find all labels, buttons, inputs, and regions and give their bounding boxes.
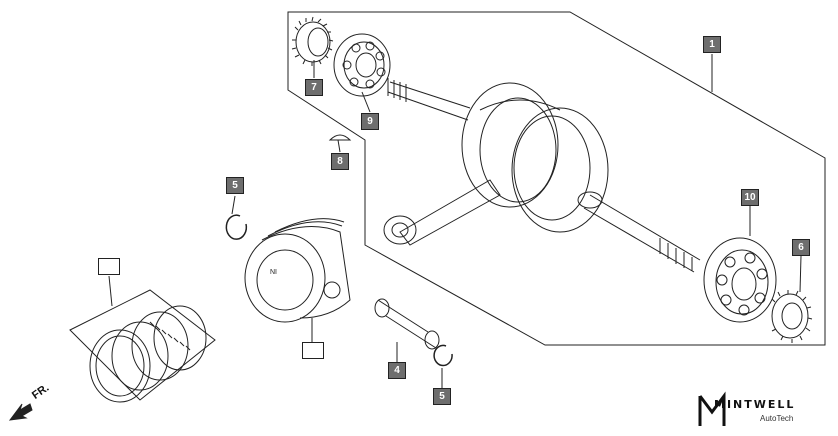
callout-5-lower: 5 [433,388,451,405]
piston-ring-set [69,289,216,403]
brand-name: MINTWELL [714,398,796,411]
callout-6: 6 [792,239,810,256]
timing-gear [291,16,334,66]
piston-pin [374,298,440,350]
callout-ring-set [98,258,120,275]
callout-piston [302,342,324,359]
woodruff-key [328,134,352,141]
svg-text:NI: NI [270,269,277,276]
front-direction-arrow [8,403,33,421]
crank-bearing-right [703,237,777,323]
brand-subtitle: AutoTech [760,414,794,423]
crankshaft-assembly-boundary [287,11,826,346]
piston-pin-clip-lower [433,344,453,367]
callout-4: 4 [388,362,406,379]
crank-gear-right [771,290,813,343]
callout-7: 7 [305,79,323,96]
callout-9: 9 [361,113,379,130]
callout-8: 8 [331,153,349,170]
brand-logo-mark [698,391,726,426]
callout-1: 1 [703,36,721,53]
piston: NI [244,218,351,323]
callout-5-upper: 5 [226,177,244,194]
crankshaft [383,78,701,273]
piston-pin-clip-upper [225,214,248,240]
callout-10: 10 [741,189,759,206]
crank-bearing-left [333,33,391,97]
